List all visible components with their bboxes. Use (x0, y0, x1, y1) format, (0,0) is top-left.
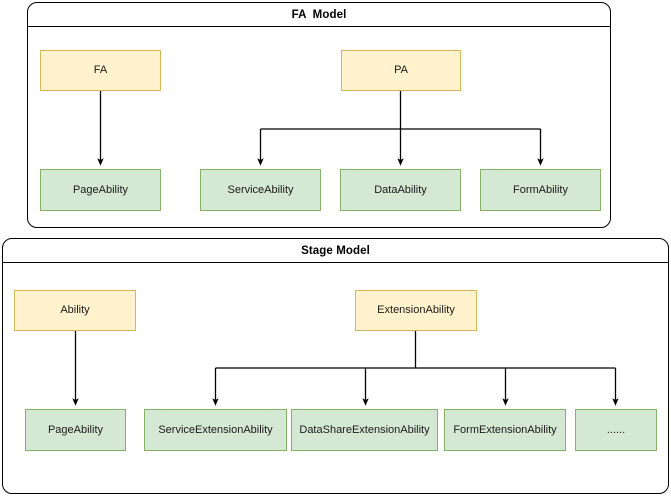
node-stage-page-ability-label: PageAbility (47, 423, 104, 436)
node-more-extension-ability-label: ...... (606, 423, 626, 436)
fa-model-title-bar: FA Model (28, 3, 610, 27)
node-ability[interactable]: Ability (14, 290, 136, 331)
node-more-extension-ability[interactable]: ...... (575, 409, 657, 451)
node-service-ability[interactable]: ServiceAbility (200, 169, 321, 211)
node-datashare-extension-ability[interactable]: DataShareExtensionAbility (291, 409, 438, 451)
fa-model-title: FA Model (291, 8, 347, 21)
node-ability-label: Ability (60, 304, 90, 317)
stage-model-title: Stage Model (301, 244, 370, 257)
node-data-ability-label: DataAbility (374, 183, 427, 196)
node-pa-label: PA (394, 64, 408, 77)
node-extension-ability-label: ExtensionAbility (377, 304, 455, 317)
node-form-ability-label: FormAbility (512, 183, 568, 196)
node-fa-page-ability[interactable]: PageAbility (40, 169, 161, 211)
node-service-ability-label: ServiceAbility (227, 183, 294, 196)
node-form-extension-ability[interactable]: FormExtensionAbility (444, 409, 566, 451)
node-service-extension-ability-label: ServiceExtensionAbility (158, 423, 273, 436)
node-pa[interactable]: PA (341, 50, 461, 91)
node-form-extension-ability-label: FormExtensionAbility (453, 423, 557, 436)
node-fa[interactable]: FA (40, 50, 161, 91)
node-extension-ability[interactable]: ExtensionAbility (355, 290, 477, 331)
stage-model-title-bar: Stage Model (3, 239, 668, 263)
node-service-extension-ability[interactable]: ServiceExtensionAbility (144, 409, 287, 451)
stage-model-container: Stage Model (2, 238, 669, 494)
node-fa-page-ability-label: PageAbility (72, 183, 129, 196)
node-datashare-extension-ability-label: DataShareExtensionAbility (299, 423, 430, 436)
node-stage-page-ability[interactable]: PageAbility (25, 409, 126, 451)
node-fa-label: FA (93, 64, 108, 77)
node-data-ability[interactable]: DataAbility (340, 169, 461, 211)
node-form-ability[interactable]: FormAbility (480, 169, 601, 211)
